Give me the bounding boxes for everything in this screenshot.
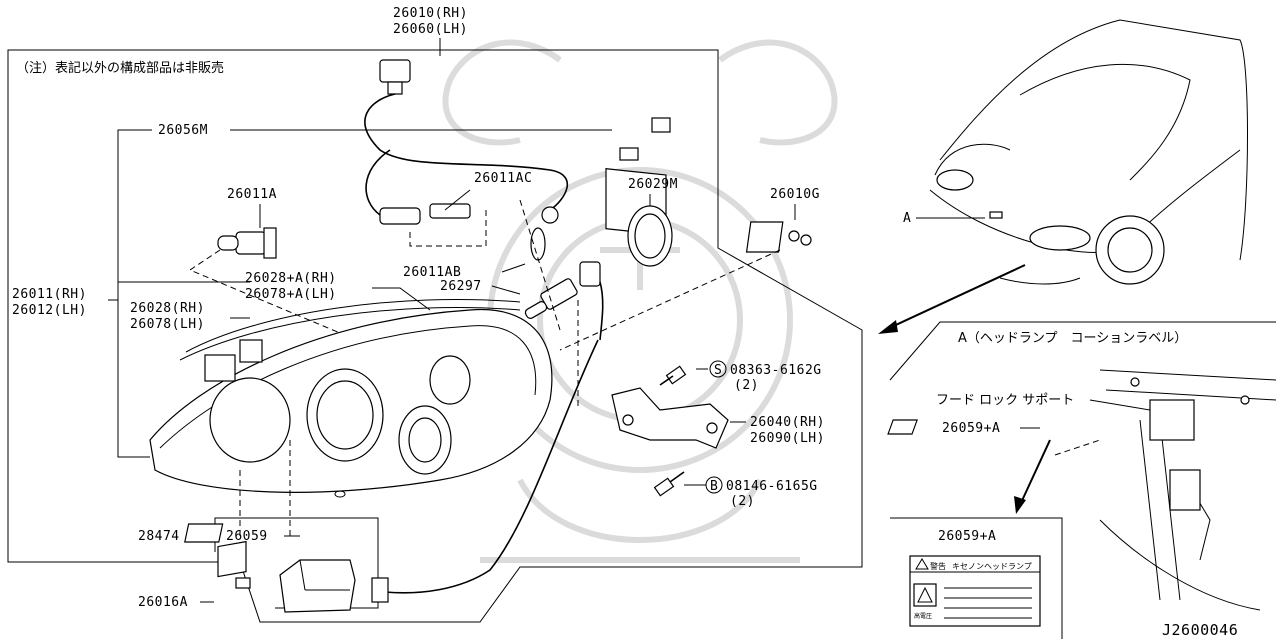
bulb-26297	[524, 261, 604, 341]
marker-b-text: B	[710, 479, 718, 494]
ballast-unit-28474	[279, 559, 389, 613]
callout-26011ac: 26011AC	[474, 171, 532, 186]
warning-label	[909, 555, 1041, 627]
lower-cable	[384, 339, 599, 594]
bulb-26011a	[217, 227, 277, 259]
headlamp-assembly	[149, 298, 553, 498]
marker-s	[709, 360, 727, 378]
callout-08146-qty: (2)	[730, 494, 755, 509]
warning-text: キセノンヘッドランプ	[952, 562, 1032, 571]
callout-26060-lh: 26060(LH)	[393, 22, 468, 37]
warning-header: 警告	[930, 561, 946, 571]
callout-26056m: 26056M	[158, 123, 208, 138]
callout-26028-rh: 26028(RH)	[130, 301, 205, 316]
wire-harness	[364, 59, 569, 225]
callout-26011a: 26011A	[227, 187, 277, 202]
caution-label-sticker	[887, 419, 918, 435]
callout-26059: 26059	[226, 529, 268, 544]
car-label-a: A	[903, 211, 911, 226]
callout-26011ab: 26011AB	[403, 265, 461, 280]
callout-26012-lh: 26012(LH)	[12, 303, 87, 318]
callout-26297: 26297	[440, 279, 482, 294]
diagram-id: J2600046	[1162, 621, 1238, 639]
callout-08146: 08146-6165G	[726, 479, 818, 494]
bolt-08146	[653, 471, 685, 497]
connector-26016a	[217, 540, 251, 589]
radiator-core-support	[1099, 369, 1277, 611]
note-text: （注）表記以外の構成部品は非販売	[16, 60, 224, 76]
callout-26090-lh: 26090(LH)	[750, 431, 825, 446]
car-front-view	[929, 19, 1248, 285]
callout-26040-rh: 26040(RH)	[750, 415, 825, 430]
bracket-26040	[611, 387, 729, 449]
callout-26011-rh: 26011(RH)	[12, 287, 87, 302]
hood-lock-support-label: フード ロック サポート	[936, 393, 1074, 408]
detail-callout-26059a: 26059+A	[942, 421, 1000, 436]
arrow-to-detail-a	[878, 264, 1026, 334]
callout-26078a-lh: 26078+A(LH)	[245, 287, 337, 302]
label-26059	[184, 523, 224, 543]
dust-cover-26029m	[627, 205, 673, 267]
callout-26010-rh: 26010(RH)	[393, 6, 468, 21]
label-box-part: 26059+A	[938, 529, 996, 544]
callout-28474: 28474	[138, 529, 180, 544]
callout-26028a-rh: 26028+A(RH)	[245, 271, 337, 286]
callout-26029m: 26029M	[628, 177, 678, 192]
connector-26010g	[745, 221, 812, 253]
arrow-to-label	[1014, 439, 1051, 514]
main-frame	[7, 49, 863, 623]
callout-26078-lh: 26078(LH)	[130, 317, 205, 332]
callout-26016a: 26016A	[138, 595, 188, 610]
bolt-08363	[659, 365, 687, 386]
detail-a-title: A（ヘッドランプ コーションラベル）	[958, 331, 1187, 346]
callout-26010g: 26010G	[770, 187, 820, 202]
callout-08363-qty: (2)	[734, 378, 759, 393]
callout-08363: 08363-6162G	[730, 363, 822, 378]
warning-sub: 高電圧	[914, 612, 932, 620]
marker-s-text: S	[714, 363, 722, 378]
detail-a-frame	[889, 321, 1276, 381]
label-box-frame	[890, 517, 1063, 639]
